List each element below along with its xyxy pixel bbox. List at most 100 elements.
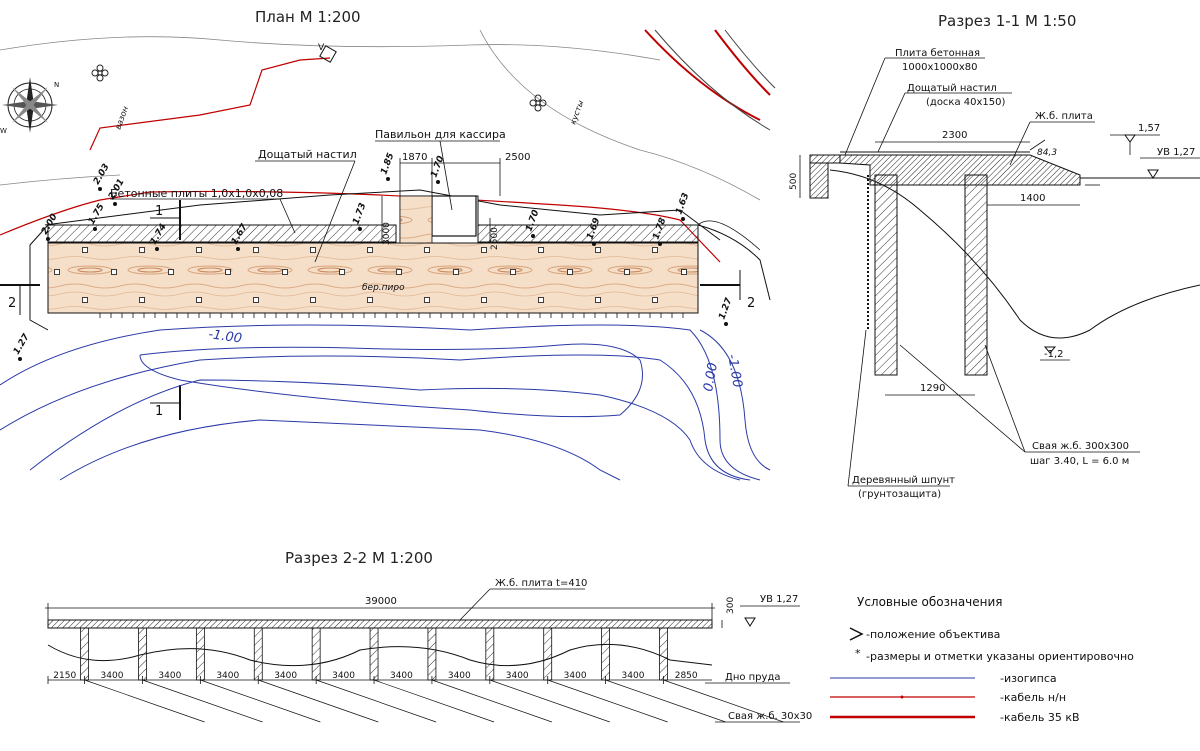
compass-n: N xyxy=(54,81,59,89)
pile-marker xyxy=(481,297,487,303)
pile-marker xyxy=(481,247,487,253)
rc-slab-22-label: Ж.б. плита t=410 xyxy=(495,578,587,589)
dim-1400: 1400 xyxy=(1020,193,1045,204)
pile-marker xyxy=(225,269,231,275)
svg-text:1.27: 1.27 xyxy=(12,332,32,357)
pile-22 xyxy=(80,627,90,681)
pavilion-wood xyxy=(399,195,433,244)
legend-title: Условные обозначения xyxy=(857,595,1003,609)
elevation-mark: 1.27 xyxy=(12,332,32,361)
contour-lines xyxy=(0,324,771,481)
svg-text:1.27: 1.27 xyxy=(717,296,734,321)
pile-marker xyxy=(652,297,658,303)
section-1-1: Разрез 1-1 М 1:50 2300 84,3 500 1400 129… xyxy=(789,12,1200,500)
pile-22 xyxy=(659,627,668,681)
concrete-slab xyxy=(809,154,841,164)
pile-marker xyxy=(510,269,516,275)
pile-markers xyxy=(54,247,687,303)
pile-22 xyxy=(195,627,205,681)
pile-marker xyxy=(282,269,288,275)
sheet-pile-note: (грунтозащита) xyxy=(858,489,941,500)
pile-marker xyxy=(681,269,687,275)
ground-profile xyxy=(829,169,1200,339)
svg-text:УВ 1,27: УВ 1,27 xyxy=(1157,147,1195,158)
pile-step-11: шаг 3.40, L = 6.0 м xyxy=(1030,456,1129,467)
legend-item: * -размеры и отметки указаны ориентирово… xyxy=(855,647,1134,663)
wooden-deck xyxy=(47,242,699,314)
compass-icon: N W xyxy=(0,77,59,135)
svg-text:*: * xyxy=(855,647,861,660)
kusty-label: кусты xyxy=(568,99,585,126)
shoreline xyxy=(29,224,49,331)
dim-2500v: 2500 xyxy=(490,227,500,250)
svg-text:-размеры и отметки указаны ори: -размеры и отметки указаны ориентировочн… xyxy=(866,650,1134,663)
span-label: 2850 xyxy=(675,671,698,681)
pile-marker xyxy=(595,247,601,253)
contour-label-minus1-b: -1.00 xyxy=(724,353,745,389)
compass-w: W xyxy=(0,127,7,135)
concrete-slab-strip xyxy=(47,224,397,243)
pile-22 xyxy=(311,627,321,681)
cable-nn xyxy=(89,57,331,151)
pile-leaders-22 xyxy=(84,679,784,723)
pile-marker xyxy=(538,297,544,303)
legend-item: -положение объектива xyxy=(849,627,1000,641)
pile-marker xyxy=(624,269,630,275)
pile-marker xyxy=(168,269,174,275)
slab-label: Плита бетонная xyxy=(895,48,980,59)
cable-35kv xyxy=(714,29,771,96)
rc-slab-22 xyxy=(47,619,713,629)
svg-text:2: 2 xyxy=(8,296,16,311)
svg-text:1,57: 1,57 xyxy=(1138,123,1160,134)
svg-text:1: 1 xyxy=(155,204,163,219)
pond-bottom-label: Дно пруда xyxy=(725,672,781,683)
legend-item: -изогипса xyxy=(830,672,1057,685)
pile-marker xyxy=(196,247,202,253)
span-label: 3400 xyxy=(158,671,181,681)
svg-text:-1,2: -1,2 xyxy=(1044,349,1064,360)
cable-35kv xyxy=(644,29,761,121)
section-marker-2-left: 2 xyxy=(0,284,40,315)
svg-text:1.73: 1.73 xyxy=(351,202,368,226)
pavilion-label: Павильон для кассира xyxy=(375,128,506,141)
deck-tick-scale xyxy=(99,313,684,318)
svg-text:1: 1 xyxy=(155,404,163,419)
ramp-line xyxy=(697,220,761,251)
ground-line xyxy=(0,36,661,61)
pile-22 xyxy=(253,627,263,681)
dim-300-22: 300 xyxy=(726,597,736,614)
svg-text:1.75: 1.75 xyxy=(87,202,107,226)
svg-text:-изогипса: -изогипса xyxy=(1000,672,1057,685)
vazon-label: вазон xyxy=(113,105,130,131)
svg-text:1.85: 1.85 xyxy=(379,152,396,176)
pile-22 xyxy=(543,627,553,681)
pile-marker xyxy=(424,247,430,253)
slab-edge-block xyxy=(809,162,829,199)
boardwalk-label: бер.пиро xyxy=(362,283,405,293)
svg-text:-кабель н/н: -кабель н/н xyxy=(1000,691,1066,704)
dim-3000: 3000 xyxy=(382,222,392,245)
section-marker-2-right: 2 xyxy=(700,270,755,311)
pile-marker xyxy=(652,247,658,253)
pile-marker xyxy=(538,247,544,253)
dim-500: 500 xyxy=(789,173,799,190)
pile-marker xyxy=(139,247,145,253)
elevation-mark: 1.27 xyxy=(717,296,735,326)
pavilion-kiosk xyxy=(431,195,477,237)
pile-marker xyxy=(139,297,145,303)
ramp-line xyxy=(697,224,771,301)
pile-marker xyxy=(339,269,345,275)
pile-label-22: Свая ж.б. 30х30 xyxy=(728,711,812,722)
pile-marker xyxy=(310,297,316,303)
level-157: 1,57 xyxy=(1110,123,1160,155)
span-label: 3400 xyxy=(506,671,529,681)
deck-size-11: (доска 40х150) xyxy=(926,97,1006,108)
span-label: 3400 xyxy=(622,671,645,681)
section-marker-1-bottom: 1 xyxy=(150,385,181,420)
pile-marker xyxy=(367,297,373,303)
span-label: 3400 xyxy=(101,671,124,681)
pile-marker xyxy=(253,297,259,303)
camera-position-icon: V xyxy=(318,43,337,63)
pile-right xyxy=(964,174,988,376)
